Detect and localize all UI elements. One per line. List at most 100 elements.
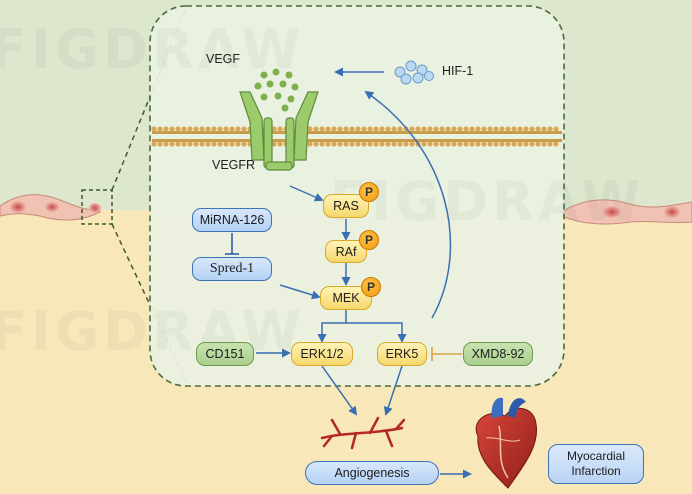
xmd892-label: XMD8-92: [471, 347, 525, 361]
lipid-head: [493, 141, 499, 147]
inhibit-mirna-to-spred1: [225, 233, 239, 255]
lipid-head: [457, 141, 463, 147]
raf-label: RAf: [335, 244, 357, 259]
lipid-head: [451, 141, 457, 147]
lipid-head: [415, 126, 421, 132]
lipid-head: [193, 141, 199, 147]
arrow-erk5-to-vessel: [383, 365, 403, 416]
zoom-source-box: [81, 189, 113, 225]
lipid-head: [271, 126, 277, 132]
hif1-label: HIF-1: [442, 64, 474, 78]
mek-label: MEK: [332, 291, 360, 305]
vegf-ligand-dots: [254, 68, 299, 112]
lipid-head: [349, 141, 355, 147]
lipid-head: [187, 141, 193, 147]
endothelial-cell-icon: [561, 199, 692, 225]
lipid-head: [535, 126, 541, 132]
lipid-head: [451, 126, 457, 132]
lipid-head: [277, 141, 283, 147]
lipid-head: [175, 126, 181, 132]
lipid-head: [409, 126, 415, 132]
lipid-head: [511, 126, 517, 132]
lipid-head: [235, 141, 241, 147]
lipid-head: [433, 141, 439, 147]
lipid-head: [523, 141, 529, 147]
lipid-head: [217, 141, 223, 147]
lipid-head: [217, 126, 223, 132]
spred1-label: Spred-1: [209, 261, 255, 276]
lipid-head: [397, 126, 403, 132]
angiogenesis-node: Angiogenesis: [305, 461, 439, 485]
raf-phospho-badge: P: [359, 230, 379, 250]
lipid-head: [535, 141, 541, 147]
lipid-head: [229, 141, 235, 147]
lipid-head: [481, 141, 487, 147]
ras-label: RAS: [333, 199, 359, 213]
lipid-head: [373, 141, 379, 147]
lipid-head: [475, 126, 481, 132]
zoom-line-bottom: [111, 223, 189, 387]
blood-vessel-icon: [320, 416, 406, 450]
lipid-head: [379, 126, 385, 132]
lipid-head: [361, 126, 367, 132]
lipid-head: [379, 141, 385, 147]
lipid-head: [529, 126, 535, 132]
lipid-head: [223, 141, 229, 147]
lipid-head: [169, 126, 175, 132]
lipid-head: [439, 141, 445, 147]
lipid-head: [157, 126, 163, 132]
lipid-head: [409, 141, 415, 147]
cd151-node: CD151: [196, 342, 254, 366]
lipid-head: [361, 141, 367, 147]
lipid-head: [433, 126, 439, 132]
lipid-head: [469, 126, 475, 132]
lipid-head: [355, 141, 361, 147]
lipid-head: [175, 141, 181, 147]
mirna126-node: MiRNA-126: [192, 208, 272, 232]
lipid-head: [553, 141, 559, 147]
lipid-head: [307, 126, 313, 132]
lipid-head: [367, 141, 373, 147]
lipid-head: [337, 126, 343, 132]
lipid-head: [553, 126, 559, 132]
lipid-head: [343, 126, 349, 132]
lipid-head: [517, 141, 523, 147]
lipid-head: [493, 126, 499, 132]
lipid-head: [427, 141, 433, 147]
lipid-head: [325, 141, 331, 147]
lipid-head: [505, 126, 511, 132]
lipid-head: [445, 126, 451, 132]
lipid-head: [241, 141, 247, 147]
myocardial-infarction-label: Myocardial Infarction: [566, 449, 626, 478]
lipid-head: [325, 126, 331, 132]
lipid-head: [157, 141, 163, 147]
lipid-head: [463, 126, 469, 132]
lipid-head: [445, 141, 451, 147]
lipid-head: [319, 126, 325, 132]
lipid-head: [475, 141, 481, 147]
lipid-head: [391, 141, 397, 147]
lipid-head: [163, 141, 169, 147]
lipid-head: [481, 126, 487, 132]
myocardial-infarction-node: Myocardial Infarction: [548, 444, 644, 484]
lipid-head: [505, 141, 511, 147]
lipid-head: [427, 126, 433, 132]
lipid-head: [439, 126, 445, 132]
lipid-head: [337, 141, 343, 147]
lipid-head: [205, 141, 211, 147]
mek-phospho-badge: P: [361, 277, 381, 297]
lipid-head: [271, 141, 277, 147]
lipid-head: [487, 126, 493, 132]
lipid-head: [397, 141, 403, 147]
lipid-head: [181, 126, 187, 132]
lipid-head: [181, 141, 187, 147]
lipid-head: [235, 126, 241, 132]
lipid-head: [151, 126, 157, 132]
arrow-vegfr-to-ras: [289, 185, 324, 202]
vegfr-receptor-icon: [239, 91, 319, 171]
erk12-label: ERK1/2: [300, 347, 344, 361]
lipid-head: [163, 126, 169, 132]
lipid-head: [487, 141, 493, 147]
raf-node: RAf: [325, 240, 367, 263]
lipid-head: [307, 141, 313, 147]
